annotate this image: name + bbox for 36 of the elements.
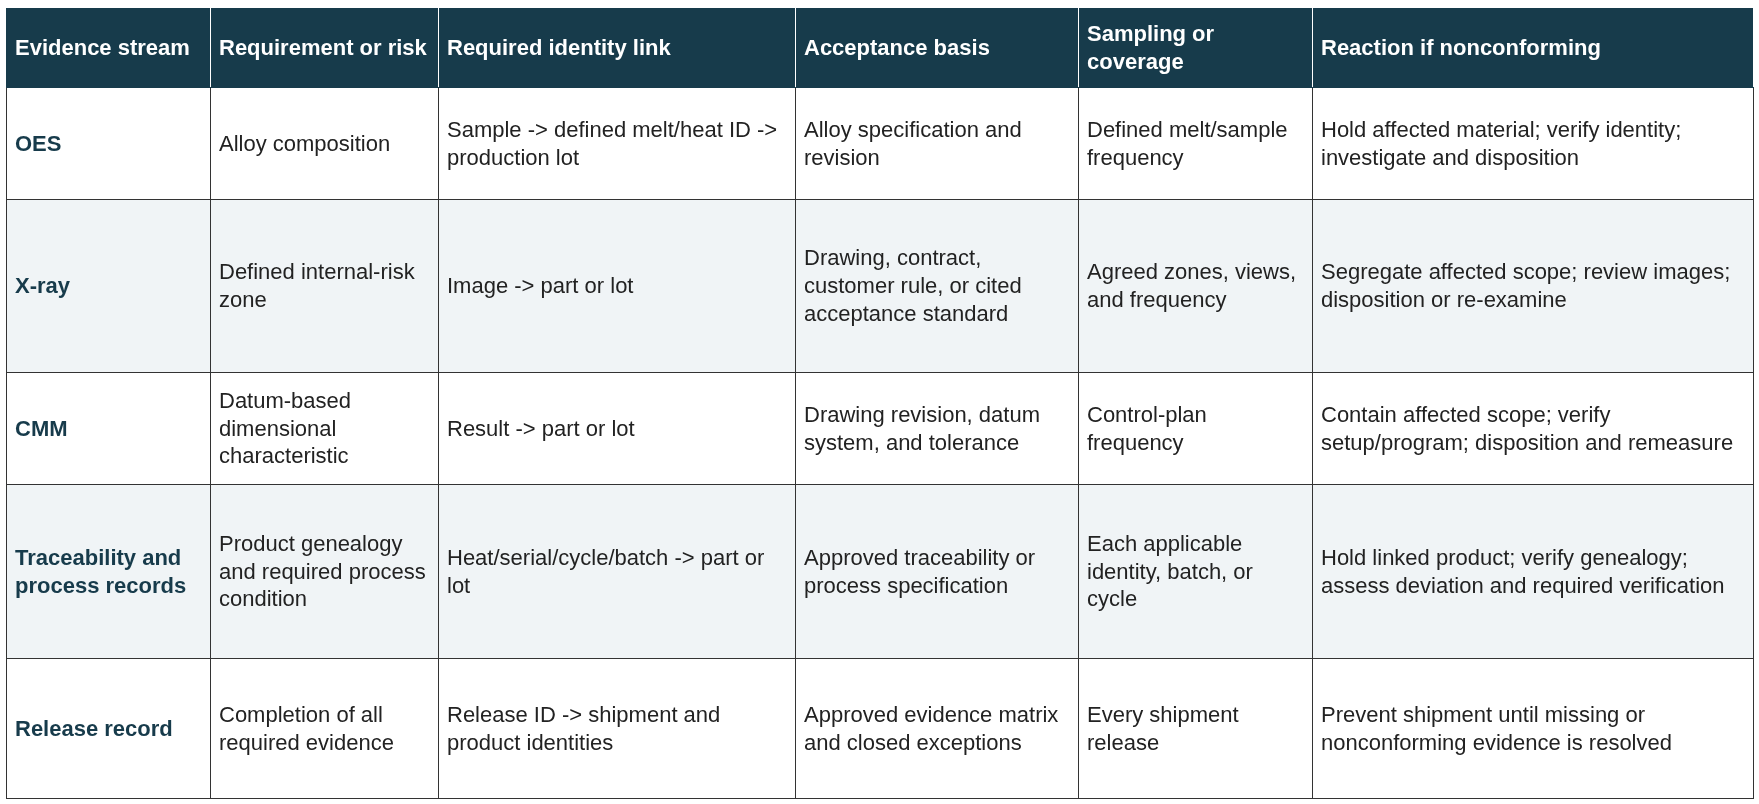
table-cell: Drawing revision, datum system, and tolerance: [795, 372, 1079, 485]
table-cell: Hold affected material; verify identity; investigate and disposition: [1312, 87, 1754, 200]
row-header: OES: [6, 87, 211, 200]
row-header: X-ray: [6, 199, 211, 373]
table-cell: Every shipment release: [1078, 658, 1313, 799]
table-cell: Prevent shipment until missing or nonconforming evidence is resolved: [1312, 658, 1754, 799]
table-cell: Each applicable identity, batch, or cycle: [1078, 484, 1313, 659]
table-cell: Control-plan frequency: [1078, 372, 1313, 485]
column-header: Evidence stream: [6, 8, 211, 88]
column-header: Required identity link: [438, 8, 796, 88]
column-header: Reaction if nonconforming: [1312, 8, 1754, 88]
column-header: Acceptance basis: [795, 8, 1079, 88]
table-cell: Drawing, contract, customer rule, or cited acceptance standard: [795, 199, 1079, 373]
table-cell: Alloy specification and revision: [795, 87, 1079, 200]
table-cell: Completion of all required evidence: [210, 658, 439, 799]
table-cell: Defined internal-risk zone: [210, 199, 439, 373]
column-header: Requirement or risk: [210, 8, 439, 88]
table-cell: Approved evidence matrix and closed exceptions: [795, 658, 1079, 799]
column-header: Sampling or coverage: [1078, 8, 1313, 88]
table-cell: Agreed zones, views, and frequency: [1078, 199, 1313, 373]
table-cell: Result -> part or lot: [438, 372, 796, 485]
table-cell: Segregate affected scope; review images; disposition or re-examine: [1312, 199, 1754, 373]
table-cell: Image -> part or lot: [438, 199, 796, 373]
row-header: Release record: [6, 658, 211, 799]
row-header: CMM: [6, 372, 211, 485]
table-cell: Contain affected scope; verify setup/program; disposition and remeasure: [1312, 372, 1754, 485]
table-cell: Alloy composition: [210, 87, 439, 200]
table-cell: Sample -> defined melt/heat ID -> production lot: [438, 87, 796, 200]
table-cell: Product genealogy and required process condition: [210, 484, 439, 659]
table-cell: Defined melt/sample frequency: [1078, 87, 1313, 200]
table-cell: Datum-based dimensional characteristic: [210, 372, 439, 485]
table-cell: Hold linked product; verify genealogy; assess deviation and required verification: [1312, 484, 1754, 659]
table-cell: Release ID -> shipment and product identities: [438, 658, 796, 799]
table-cell: Heat/serial/cycle/batch -> part or lot: [438, 484, 796, 659]
row-header: Traceability and process records: [6, 484, 211, 659]
table-cell: Approved traceability or process specification: [795, 484, 1079, 659]
